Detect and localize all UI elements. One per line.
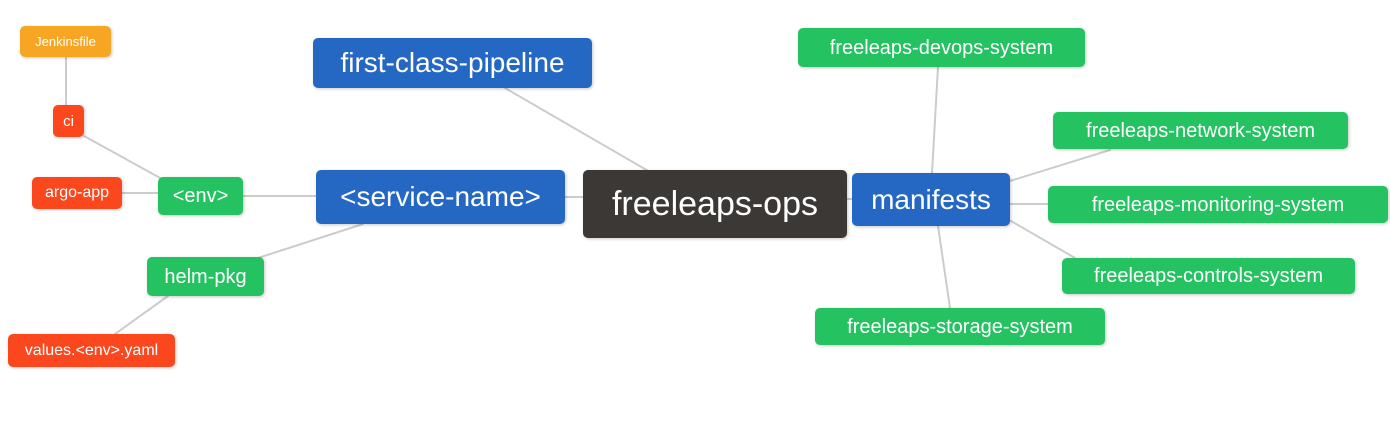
- mindmap-node-freeleaps-network-system[interactable]: freeleaps-network-system: [1053, 112, 1348, 149]
- edge-manifests--freeleaps-storage-system: [937, 225, 951, 309]
- mindmap-node-freeleaps-storage-system[interactable]: freeleaps-storage-system: [815, 308, 1105, 345]
- mindmap-node-values-env-yaml[interactable]: values.<env>.yaml: [8, 334, 175, 367]
- mindmap-node-freeleaps-monitoring-system[interactable]: freeleaps-monitoring-system: [1048, 186, 1388, 223]
- mindmap-node-helm-pkg[interactable]: helm-pkg: [147, 257, 264, 296]
- edge-ci--env: [83, 135, 163, 180]
- mindmap-node-first-class-pipeline[interactable]: first-class-pipeline: [313, 38, 592, 88]
- mindmap-node-freeleaps-controls-system[interactable]: freeleaps-controls-system: [1062, 258, 1355, 294]
- mindmap-node-ci[interactable]: ci: [53, 105, 84, 137]
- mindmap-node-service-name[interactable]: <service-name>: [316, 170, 565, 224]
- mindmap-node-manifests[interactable]: manifests: [852, 173, 1010, 226]
- mindmap-node-argo-app[interactable]: argo-app: [32, 177, 122, 209]
- edge-service-name--helm-pkg: [257, 223, 364, 259]
- mindmap-node-freeleaps-devops-system[interactable]: freeleaps-devops-system: [798, 28, 1085, 67]
- edge-first-class-pipeline--freeleaps-ops: [504, 87, 651, 173]
- mindmap-node-freeleaps-ops[interactable]: freeleaps-ops: [583, 170, 847, 238]
- edge-manifests--freeleaps-network-system: [1009, 149, 1111, 182]
- edge-manifests--freeleaps-devops-system: [931, 66, 939, 174]
- edge-helm-pkg--values-env-yaml: [114, 295, 169, 335]
- mindmap-node-jenkinsfile[interactable]: Jenkinsfile: [20, 26, 111, 57]
- mindmap-node-env[interactable]: <env>: [158, 177, 243, 215]
- edge-manifests--freeleaps-controls-system: [1010, 220, 1076, 259]
